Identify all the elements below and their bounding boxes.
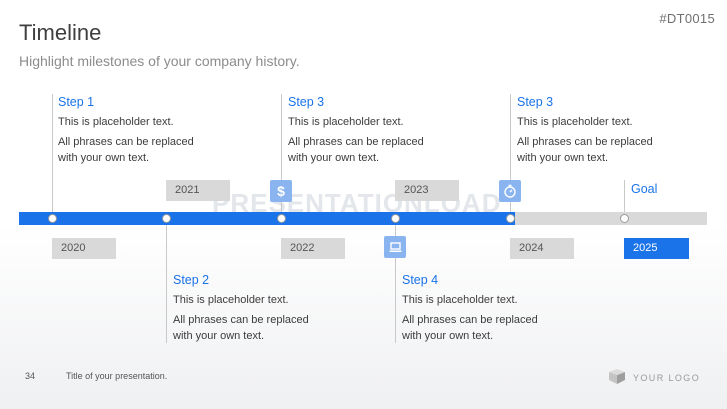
timeline-bar-remaining [515, 212, 707, 225]
year-label-2022: 2022 [281, 238, 345, 259]
page-number: 34 [25, 371, 36, 381]
step-3b-text-line-3: with your own text. [517, 152, 609, 164]
connector-line-step-2 [166, 219, 167, 343]
page-subtitle: Highlight milestones of your company his… [19, 53, 300, 69]
year-label-2020: 2020 [52, 238, 116, 259]
step-4-title: Step 4 [402, 273, 439, 287]
step-1-block: Step 1 This is placeholder text. All phr… [58, 95, 258, 166]
connector-line-step-3b [510, 94, 511, 218]
timeline-dot-2023[interactable] [391, 214, 400, 223]
step-1-text-line-3: with your own text. [58, 152, 150, 164]
step-4-text-line-1: This is placeholder text. [402, 294, 518, 306]
step-2-block: Step 2 This is placeholder text. All phr… [173, 273, 373, 344]
step-2-text-line-1: This is placeholder text. [173, 294, 289, 306]
logo-text: YOUR LOGO [633, 373, 701, 383]
step-3a-block: Step 3 This is placeholder text. All phr… [288, 95, 488, 166]
step-4-block: Step 4 This is placeholder text. All phr… [402, 273, 602, 344]
step-4-text-line-2: All phrases can be replaced [402, 314, 538, 326]
year-label-2021: 2021 [166, 180, 230, 201]
step-3a-title: Step 3 [288, 95, 325, 109]
step-1-text-line-1: This is placeholder text. [58, 116, 174, 128]
step-1-title: Step 1 [58, 95, 95, 109]
step-3a-text-line-2: All phrases can be replaced [288, 136, 424, 148]
timeline-dot-2020[interactable] [48, 214, 57, 223]
page-title: Timeline [19, 20, 102, 45]
connector-line-step-3a [281, 94, 282, 218]
step-3a-text-line-1: This is placeholder text. [288, 116, 404, 128]
dollar-icon: $ [270, 180, 292, 202]
step-3b-block: Step 3 This is placeholder text. All phr… [517, 95, 717, 166]
presentation-title: Title of your presentation. [66, 371, 168, 381]
laptop-icon [384, 236, 406, 258]
timeline-bar-progress [19, 212, 515, 225]
step-2-text-line-2: All phrases can be replaced [173, 314, 309, 326]
goal-label: Goal [631, 182, 658, 196]
connector-line-goal [624, 180, 625, 218]
logo-icon [608, 369, 626, 390]
step-3b-text-line-2: All phrases can be replaced [517, 136, 653, 148]
timeline-dot-2024[interactable] [506, 214, 515, 223]
timeline-dot-2021[interactable] [162, 214, 171, 223]
stopwatch-icon [499, 180, 521, 202]
step-3a-text-line-3: with your own text. [288, 152, 380, 164]
connector-line-step-4 [395, 219, 396, 343]
timeline-dot-2022[interactable] [277, 214, 286, 223]
step-2-text-line-3: with your own text. [173, 330, 265, 342]
year-label-2023: 2023 [395, 180, 459, 201]
timeline-dot-2025[interactable] [620, 214, 629, 223]
step-3b-title: Step 3 [517, 95, 554, 109]
step-1-text-line-2: All phrases can be replaced [58, 136, 194, 148]
year-label-2024: 2024 [510, 238, 574, 259]
step-4-text-line-3: with your own text. [402, 330, 494, 342]
year-label-2025: 2025 [624, 238, 689, 259]
slide-code: #DT0015 [659, 11, 715, 26]
step-2-title: Step 2 [173, 273, 210, 287]
connector-line-step-1 [52, 94, 53, 218]
step-3b-text-line-1: This is placeholder text. [517, 116, 633, 128]
